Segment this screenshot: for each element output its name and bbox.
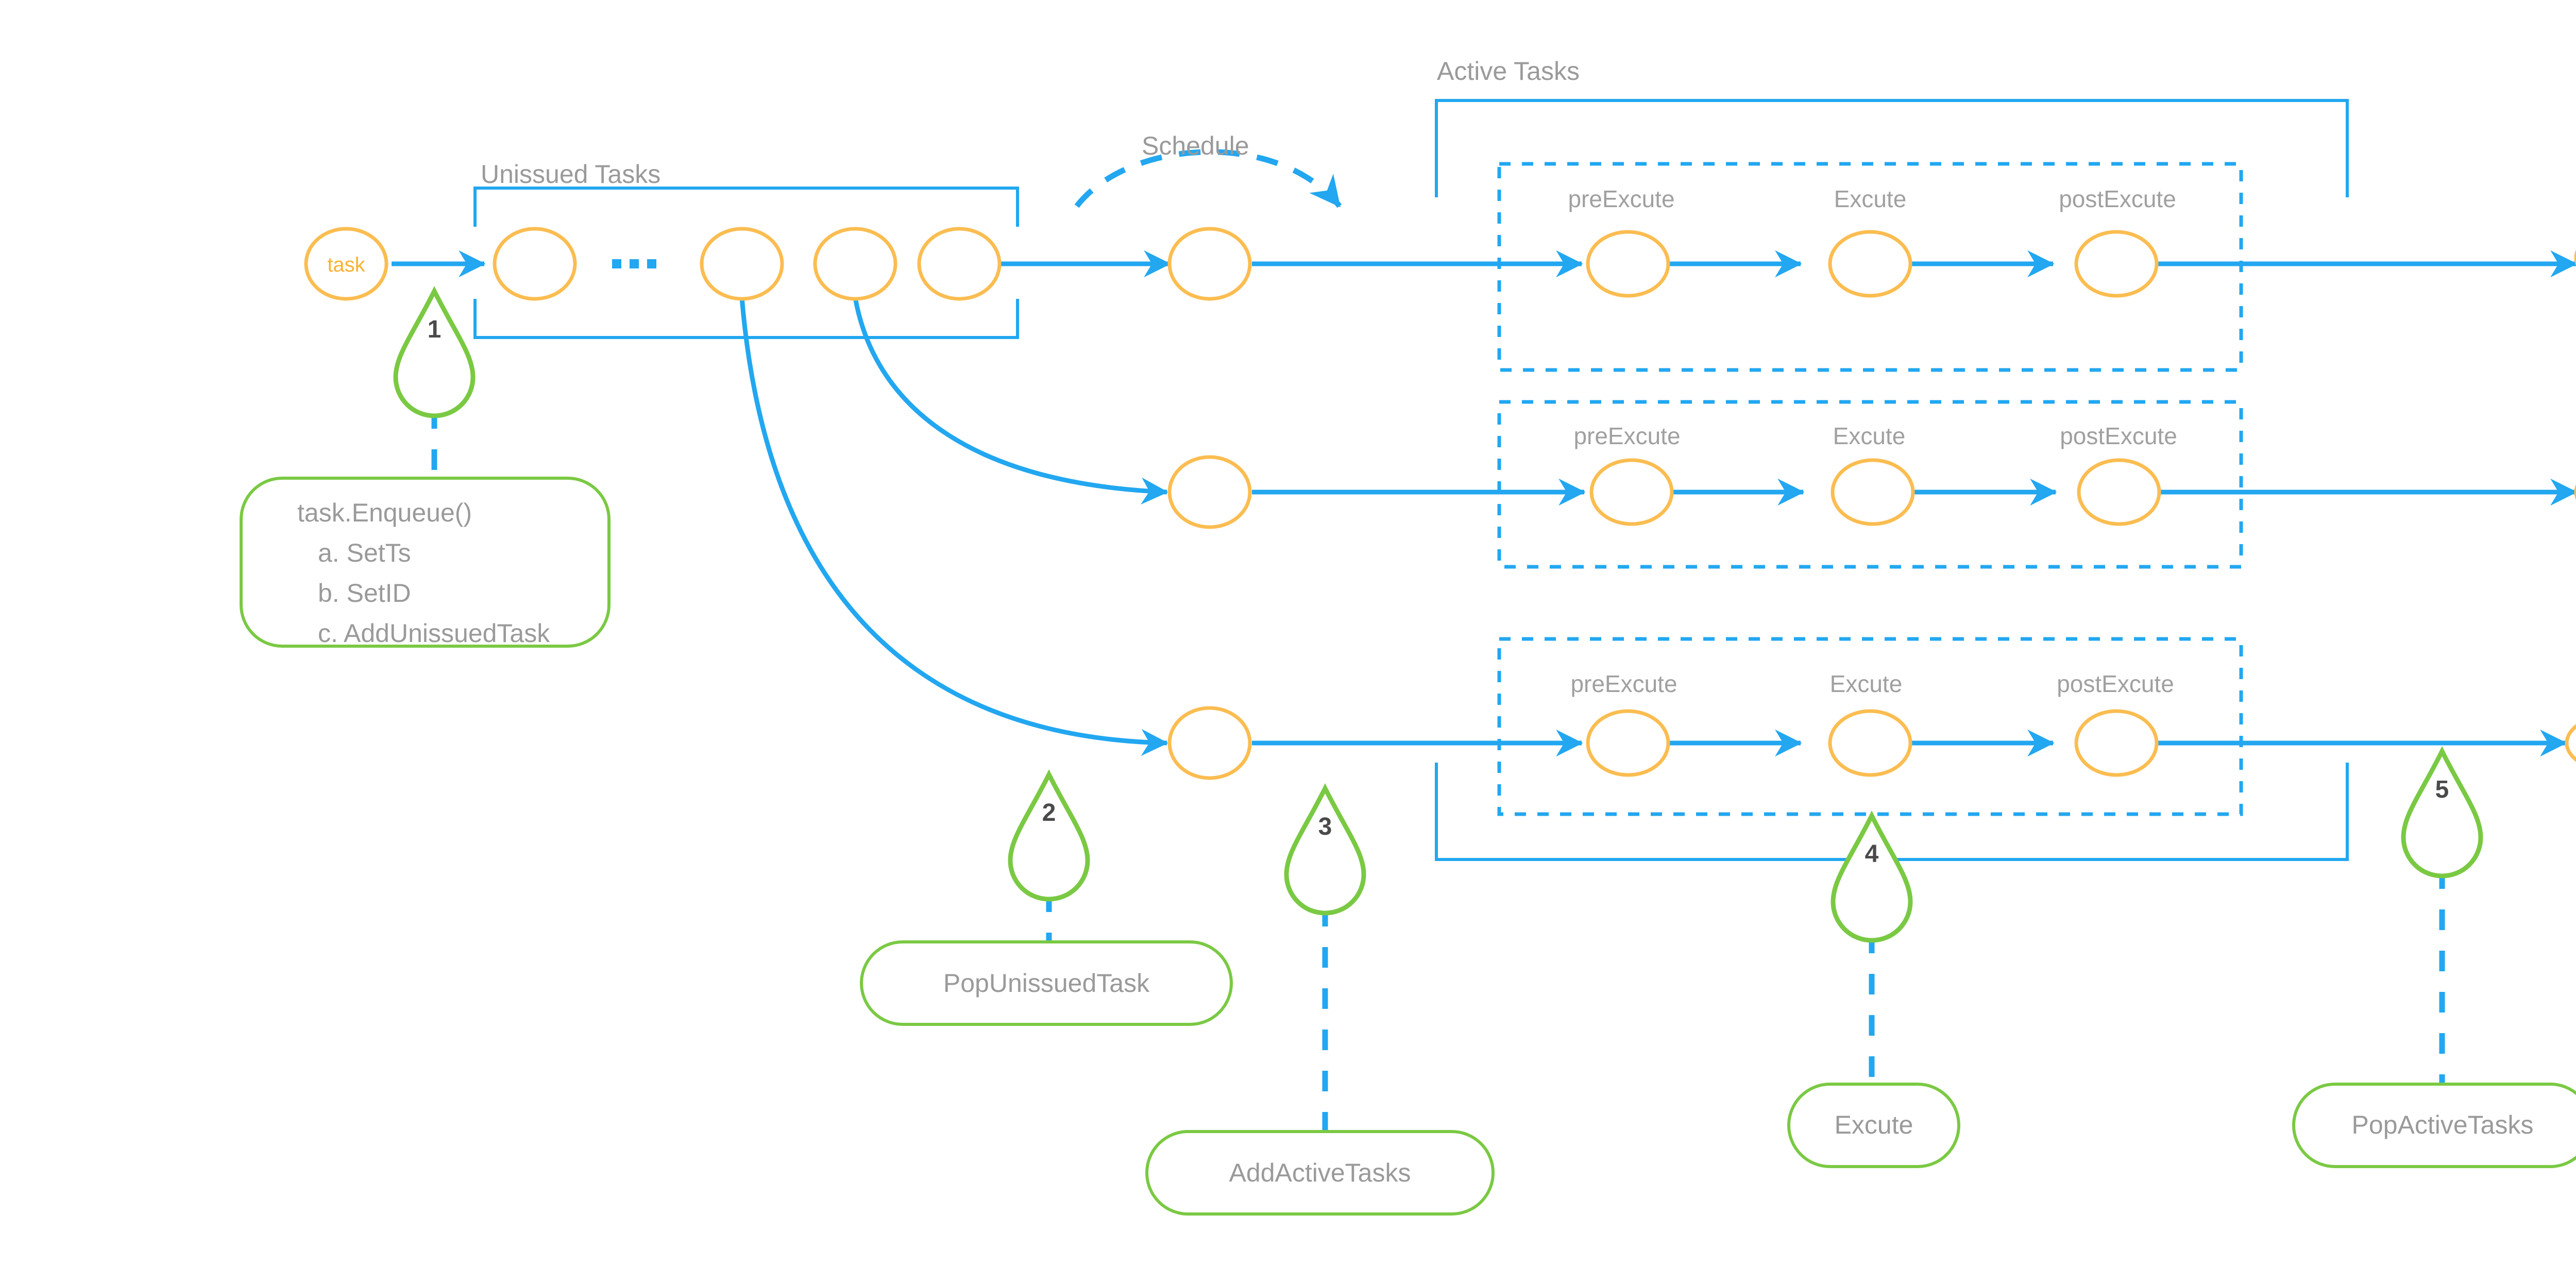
marker-5-group[interactable]: 5 (2401, 746, 2483, 1087)
stage-label-pre-row-1: preExcute (1568, 185, 1674, 212)
marker-4-group[interactable]: 4 (1831, 811, 1913, 1087)
row-3-flow (739, 297, 2567, 757)
schedule-label: Schedule (1142, 131, 1249, 160)
callout-excute-label: Excute (1835, 1110, 1913, 1139)
stage-box-row-1 (1497, 162, 2243, 372)
stage-label-post-row-2: postExcute (2060, 423, 2177, 449)
stage-node-exec-row-1 (1828, 230, 1912, 298)
stage-node-post-row-2 (2077, 458, 2161, 526)
stage-node-post-row-3 (2074, 709, 2159, 777)
stage-label-pre-row-2: preExcute (1573, 423, 1680, 449)
stage-label-post-row-3: postExcute (2057, 670, 2174, 697)
stage-label-exec-row-2: Excute (1833, 423, 1906, 449)
callout-pop-active-label: PopActiveTasks (2352, 1110, 2534, 1139)
schedule-node-row-1 (1167, 227, 1252, 301)
active-tasks-label: Active Tasks (1437, 57, 1580, 86)
callout-pop-unissued[interactable]: PopUnissuedTask (860, 940, 1233, 1026)
ellipsis-dot (647, 259, 656, 268)
task-node-label: task (327, 254, 365, 276)
schedule-node-row-3 (1167, 706, 1252, 780)
callout-excute[interactable]: Excute (1787, 1083, 1960, 1168)
marker-3-number: 3 (1318, 813, 1332, 840)
marker-4-droplet[interactable] (1831, 811, 1913, 943)
stage-label-post-row-1: postExcute (2059, 185, 2176, 212)
callout-enqueue-box[interactable] (240, 477, 611, 648)
schedule-arc (1074, 149, 1342, 208)
ellipsis-dot (612, 259, 621, 268)
stage-box-row-2 (1497, 400, 2243, 569)
unissued-node-1 (493, 227, 577, 301)
marker-2-droplet[interactable] (1008, 769, 1090, 902)
callout-pop-active[interactable]: PopActiveTasks (2292, 1083, 2576, 1168)
callout-enqueue[interactable]: task.Enqueue() a. SetTs b. SetID c. AddU… (240, 477, 611, 648)
stage-node-pre-row-1 (1586, 230, 1670, 298)
stage-node-pre-row-2 (1589, 458, 1674, 526)
stage-node-post-row-1 (2074, 230, 2159, 298)
callout-enqueue-line-4: c. AddUnissuedTask (318, 619, 550, 648)
callout-enqueue-line-2: a. SetTs (318, 538, 411, 567)
stage-node-pre-row-3 (1586, 709, 1670, 777)
marker-5-number: 5 (2435, 776, 2449, 803)
callout-add-active[interactable]: AddActiveTasks (1145, 1130, 1495, 1216)
row-1-flow (392, 250, 2576, 278)
ellipsis-dot (630, 259, 639, 268)
task-node-ellipse (304, 227, 388, 301)
marker-1-droplet[interactable] (393, 286, 476, 418)
callout-add-active-box[interactable] (1145, 1130, 1495, 1216)
callout-excute-box[interactable] (1787, 1083, 1960, 1168)
marker-5-droplet[interactable] (2401, 746, 2483, 879)
row-2-flow (853, 297, 2576, 506)
unissued-node-3 (813, 227, 897, 301)
callout-pop-active-box[interactable] (2292, 1083, 2576, 1168)
unissued-node-2 (700, 227, 784, 301)
start-node (304, 227, 388, 301)
marker-4-number: 4 (1865, 840, 1879, 868)
stage-label-exec-row-3: Excute (1830, 670, 1903, 697)
unissued-node-4 (917, 227, 1002, 301)
marker-2-number: 2 (1042, 799, 1056, 826)
callout-pop-unissued-label: PopUnissuedTask (943, 969, 1150, 998)
callout-enqueue-line-3: b. SetID (318, 579, 411, 608)
exit-node-row-3 (2565, 724, 2576, 762)
marker-3-droplet[interactable] (1284, 783, 1366, 916)
stage-box-row-3 (1497, 637, 2243, 816)
callout-enqueue-line-1: task.Enqueue() (297, 498, 472, 527)
stage-node-exec-row-3 (1828, 709, 1912, 777)
stage-label-pre-row-3: preExcute (1570, 670, 1677, 697)
unissued-task-nodes (493, 227, 1002, 301)
marker-2-group[interactable]: 2 (1008, 769, 1090, 964)
stage-node-exec-row-2 (1831, 458, 1915, 526)
marker-3-group[interactable]: 3 (1284, 783, 1366, 1154)
schedule-node-row-2 (1167, 455, 1252, 529)
stage-label-exec-row-1: Excute (1834, 185, 1907, 212)
callout-add-active-label: AddActiveTasks (1229, 1158, 1411, 1187)
callout-pop-unissued-box[interactable] (860, 940, 1233, 1026)
marker-1-number: 1 (428, 316, 442, 343)
unissued-tasks-label: Unissued Tasks (481, 160, 660, 189)
